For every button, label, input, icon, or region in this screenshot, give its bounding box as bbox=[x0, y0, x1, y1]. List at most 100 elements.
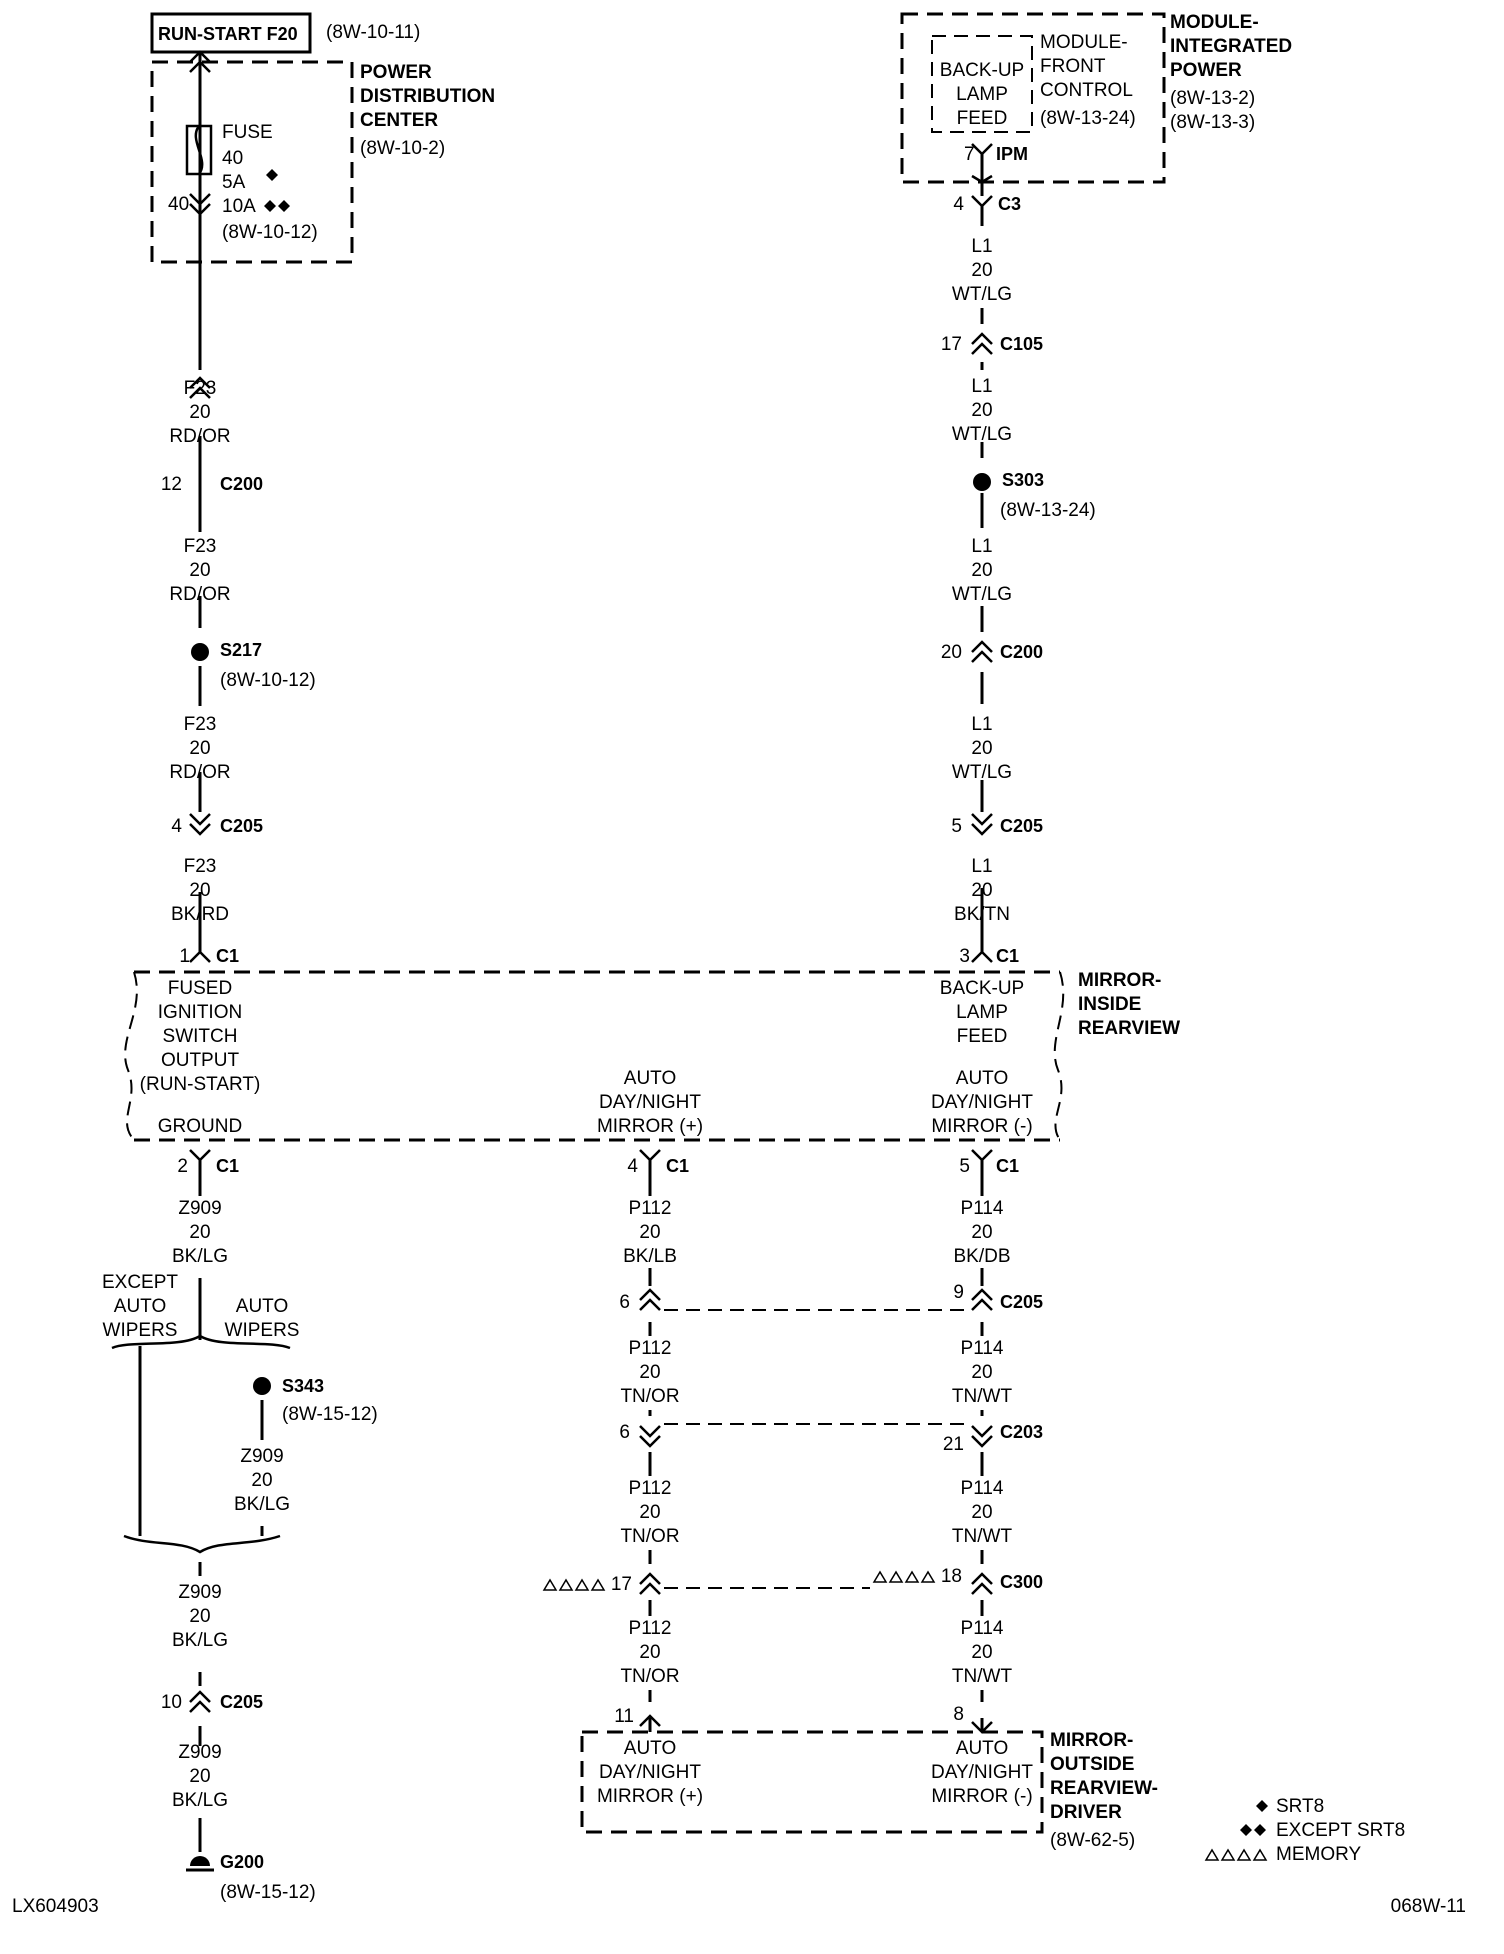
inside-pos-2: DAY/NIGHT bbox=[599, 1092, 701, 1113]
backup-lamp-feed-box bbox=[931, 35, 1033, 133]
s303-name: S303 bbox=[1002, 470, 1044, 490]
outside-mirror-box bbox=[580, 1730, 1044, 1834]
outside-neg-1: AUTO bbox=[956, 1738, 1008, 1759]
right-c205-pin: 5 bbox=[951, 816, 962, 837]
s343-ref: (8W-15-12) bbox=[282, 1404, 378, 1425]
mfc-ref: (8W-13-24) bbox=[1040, 108, 1136, 129]
memory-triangles-icon-p112 bbox=[542, 1578, 606, 1591]
backup-feed-1: BACK-UP bbox=[940, 978, 1024, 999]
c3-name: C3 bbox=[998, 194, 1021, 214]
splice-s217-icon bbox=[191, 643, 209, 661]
inside-mirror-title-2: INSIDE bbox=[1078, 994, 1141, 1015]
right-wire-3-color: WT/LG bbox=[952, 584, 1012, 605]
inside-pos-3: MIRROR (+) bbox=[597, 1116, 703, 1137]
mfc-1: MODULE- bbox=[1040, 32, 1128, 53]
pdc-pin: 40 bbox=[168, 194, 189, 215]
p114-out-pin: 8 bbox=[953, 1704, 964, 1725]
s303-ref: (8W-13-24) bbox=[1000, 500, 1096, 521]
outside-pos-1: AUTO bbox=[624, 1738, 676, 1759]
pdc-ref: (8W-10-2) bbox=[360, 138, 445, 159]
fuse-number: 40 bbox=[222, 148, 243, 169]
left-c200-pin: 12 bbox=[161, 474, 182, 495]
left-wire-3-color: RD/OR bbox=[169, 762, 230, 783]
p114-wire-3-gauge: 20 bbox=[971, 1502, 992, 1523]
gnd-c205-name: C205 bbox=[220, 1692, 263, 1712]
right-wire-5-color: BK/TN bbox=[954, 904, 1010, 925]
legend-memory: MEMORY bbox=[1276, 1844, 1361, 1865]
right-wire-2-gauge: 20 bbox=[971, 400, 992, 421]
p114-wire-3-color: TN/WT bbox=[952, 1526, 1013, 1547]
fused-ign-3: SWITCH bbox=[163, 1026, 238, 1047]
p112-wire-3-id: P112 bbox=[629, 1478, 672, 1499]
right-c1-name: C1 bbox=[996, 946, 1019, 966]
outside-title-2: OUTSIDE bbox=[1050, 1754, 1134, 1775]
p114-c300-name: C300 bbox=[1000, 1572, 1043, 1592]
p112-wire-1-color: BK/LB bbox=[623, 1246, 677, 1267]
p114-c205-pin: 9 bbox=[953, 1282, 964, 1303]
p114-wire-4-id: P114 bbox=[961, 1618, 1004, 1639]
mip-box bbox=[900, 12, 1166, 184]
splice-s343-icon bbox=[253, 1377, 271, 1395]
branch-brace-top bbox=[111, 1334, 291, 1350]
ipm-pin: 7 bbox=[964, 144, 975, 165]
gnd-wire-2-gauge: 20 bbox=[251, 1470, 272, 1491]
outside-neg-3: MIRROR (-) bbox=[931, 1786, 1032, 1807]
p112-c205-pin: 6 bbox=[619, 1292, 630, 1313]
right-wire-2-id: L1 bbox=[971, 376, 992, 397]
splice-s303-icon bbox=[973, 473, 991, 491]
run-start-ref: (8W-10-11) bbox=[326, 22, 420, 43]
left-c200-name: C200 bbox=[220, 474, 263, 494]
p112-wire-3-color: TN/OR bbox=[620, 1526, 679, 1547]
inside-mirror-title-1: MIRROR- bbox=[1078, 970, 1161, 991]
p112-c203-pin: 6 bbox=[619, 1422, 630, 1443]
s217-ref: (8W-10-12) bbox=[220, 670, 316, 691]
mip-feed-1: BACK-UP bbox=[940, 60, 1024, 81]
mip-ref-2: (8W-13-3) bbox=[1170, 112, 1255, 133]
p112-wire-1-id: P112 bbox=[629, 1198, 672, 1219]
right-wire-5-id: L1 bbox=[971, 856, 992, 877]
ground-g200-icon bbox=[186, 1856, 214, 1872]
p114-wire-2-id: P114 bbox=[961, 1338, 1004, 1359]
left-c1-name: C1 bbox=[216, 946, 239, 966]
p112-wire-4-color: TN/OR bbox=[620, 1666, 679, 1687]
except-auto-wipers-1: EXCEPT bbox=[102, 1272, 178, 1293]
inside-mirror-title-3: REARVIEW bbox=[1078, 1018, 1180, 1039]
bottom-c1-ground-pin: 2 bbox=[177, 1156, 188, 1177]
p114-c203-pin: 21 bbox=[943, 1434, 964, 1455]
p114-wire-3-id: P114 bbox=[961, 1478, 1004, 1499]
bottom-c1-ground-name: C1 bbox=[216, 1156, 239, 1176]
run-start-box bbox=[150, 12, 312, 54]
footer-left-id: LX604903 bbox=[12, 1896, 99, 1917]
bottom-c1-pos-pin: 4 bbox=[627, 1156, 638, 1177]
right-wire-4-color: WT/LG bbox=[952, 762, 1012, 783]
gnd-wire-3-color: BK/LG bbox=[172, 1630, 228, 1651]
left-wire-3-id: F23 bbox=[184, 714, 217, 735]
p112-wire-2-id: P112 bbox=[629, 1338, 672, 1359]
p114-c205-name: C205 bbox=[1000, 1292, 1043, 1312]
inside-neg-2: DAY/NIGHT bbox=[931, 1092, 1033, 1113]
p114-wire-4-color: TN/WT bbox=[952, 1666, 1013, 1687]
right-c200-pin: 20 bbox=[941, 642, 962, 663]
left-wire-2-gauge: 20 bbox=[189, 560, 210, 581]
p114-wire-2-gauge: 20 bbox=[971, 1362, 992, 1383]
s343-name: S343 bbox=[282, 1376, 324, 1396]
left-wire-1-id: F23 bbox=[184, 378, 217, 399]
right-c205-name: C205 bbox=[1000, 816, 1043, 836]
connector-marks bbox=[189, 50, 993, 1734]
legend-except-srt8: EXCEPT SRT8 bbox=[1276, 1820, 1405, 1841]
inside-pos-1: AUTO bbox=[624, 1068, 676, 1089]
right-c200-name: C200 bbox=[1000, 642, 1043, 662]
inside-mirror-box bbox=[124, 970, 1065, 1142]
mfc-2: FRONT bbox=[1040, 56, 1106, 77]
inside-neg-3: MIRROR (-) bbox=[931, 1116, 1032, 1137]
p114-wire-1-color: BK/DB bbox=[953, 1246, 1010, 1267]
fuse-rating-5a: 5A bbox=[222, 172, 246, 193]
p112-c300-pin: 17 bbox=[611, 1574, 632, 1595]
g200-name: G200 bbox=[220, 1852, 264, 1872]
p114-wire-1-gauge: 20 bbox=[971, 1222, 992, 1243]
legend-diamond-icon bbox=[1256, 1800, 1268, 1812]
gnd-wire-4-color: BK/LG bbox=[172, 1790, 228, 1811]
right-wire-2-color: WT/LG bbox=[952, 424, 1012, 445]
outside-pos-3: MIRROR (+) bbox=[597, 1786, 703, 1807]
